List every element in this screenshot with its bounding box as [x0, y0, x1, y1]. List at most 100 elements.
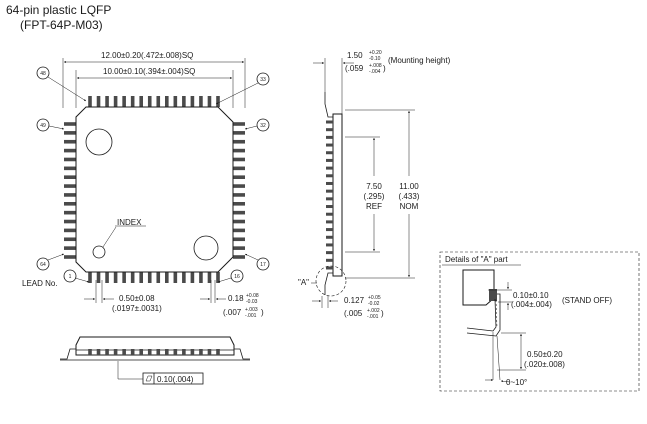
standoff-inch: (.004±.004) [511, 300, 552, 309]
angle-lead-line [496, 335, 501, 381]
lead-side [326, 205, 333, 209]
coplanarity-frame [142, 372, 204, 385]
lead-left [64, 175, 76, 179]
top-view-mold-mark-large [85, 128, 113, 156]
lead-right [233, 246, 245, 250]
top-view-leads-bottom [88, 272, 220, 283]
detail-a-title: Details of "A" part [445, 255, 508, 264]
lead-front [216, 349, 220, 355]
thick-main: 0.127 [344, 296, 365, 305]
lead-right [233, 193, 245, 197]
lead-top [199, 96, 203, 107]
top-view: INDEX 12.00±0.20(.472±.008)SQ 10.00±0.10… [22, 51, 270, 319]
detail-lead-outer [466, 293, 501, 337]
detail-package-edge [462, 269, 495, 306]
lead-width-inch-minus: -.001 [245, 313, 257, 319]
lead-right [233, 139, 245, 144]
ref-label: REF [366, 202, 382, 211]
lead-side [326, 243, 333, 247]
svg-text:64: 64 [40, 262, 46, 268]
lead-right [233, 175, 245, 179]
lead-side [326, 181, 333, 185]
side-view-lead-bottom [324, 272, 333, 295]
detail-lead-root [489, 289, 497, 301]
lead-side [326, 128, 333, 132]
lead-front [156, 349, 161, 355]
lead-width-tol-plus: +0.08 [246, 293, 259, 299]
lead-front [105, 349, 109, 355]
lead-side [326, 135, 333, 139]
lead-front [207, 349, 212, 355]
lead-front [165, 349, 169, 355]
coplanarity-value: 0.10(.004) [157, 375, 194, 384]
lead-right [233, 237, 245, 242]
lead-side [326, 235, 333, 239]
side-view-lead-top [324, 92, 333, 118]
pin-callout-32: 32 [244, 118, 270, 132]
side-view-leads [326, 120, 333, 270]
lead-left [64, 255, 76, 259]
svg-text:49: 49 [40, 123, 46, 129]
lead-side [326, 166, 333, 170]
lead-side [326, 228, 333, 232]
lead-side [326, 266, 333, 270]
title-line-2: (FPT-64P-M03) [20, 18, 103, 32]
front-view-lead-left [60, 348, 76, 360]
lead-left [64, 122, 76, 126]
lead-left [64, 246, 76, 250]
top-view-leads-right [233, 122, 245, 259]
lead-side [326, 189, 333, 193]
pin-callout-16: 16 [217, 269, 244, 283]
lead-no-label: LEAD No. [22, 279, 58, 288]
height-inch-minus: -.004 [369, 69, 381, 75]
lead-front [139, 349, 143, 355]
thick-inch-plus: +.002 [367, 308, 380, 314]
pin-callout-48: 48 [36, 66, 87, 102]
pin-callout-33: 33 [215, 72, 270, 105]
lead-bottom [147, 272, 152, 283]
lead-side [326, 220, 333, 224]
lead-bottom [122, 272, 126, 283]
lead-front [122, 349, 126, 355]
lead-front [182, 349, 186, 355]
lead-right [233, 122, 245, 126]
lead-front [190, 349, 195, 355]
lead-side [326, 158, 333, 162]
lead-bottom [105, 272, 109, 283]
top-view-leads-top [88, 96, 220, 107]
detail-a-frame [439, 251, 640, 392]
lead-side [326, 174, 333, 178]
lead-right [233, 131, 245, 135]
lead-front [96, 349, 101, 355]
lead-top [88, 96, 92, 107]
front-view: 0.10(.004) [60, 336, 250, 385]
pin-callout-17: 17 [244, 253, 270, 271]
thick-inch-close: ) [381, 309, 384, 318]
height-tol-minus: -0.10 [369, 56, 381, 62]
flatness-symbol-icon [145, 375, 153, 382]
lead-bottom [96, 272, 101, 283]
front-view-lead-right [234, 348, 250, 360]
lead-left [64, 210, 76, 215]
angle-value: 0~10° [506, 378, 527, 387]
side-view-package-body [332, 113, 343, 277]
detail-a-circle [315, 265, 347, 297]
lead-left [64, 131, 76, 135]
outer-dim-text: 12.00±0.20(.472±.008)SQ [101, 51, 193, 60]
detail-a-view: Details of "A" part 0.10±0.10 (.004±.004… [439, 251, 640, 392]
lead-right [233, 148, 245, 153]
lead-side [326, 120, 333, 124]
lead-left [64, 148, 76, 153]
height-main: 1.50 [347, 51, 363, 60]
lead-left [64, 219, 76, 224]
lead-right [233, 184, 245, 188]
lead-width-inch-plus: +.003 [245, 307, 258, 313]
detail-lead-centerline [495, 299, 498, 328]
lead-top [139, 96, 143, 107]
side-view: 1.50 +0.20 -0.10 (.059 +.008 -.004 ) (Mo… [298, 50, 451, 320]
lead-side [326, 197, 333, 201]
index-leader [102, 226, 117, 248]
height-tol-plus: +0.20 [369, 50, 382, 56]
angle-arrow-right [500, 380, 511, 383]
